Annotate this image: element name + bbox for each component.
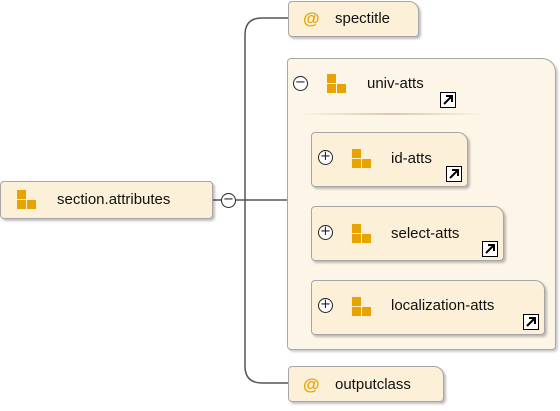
reference-arrow-icon[interactable] xyxy=(446,166,462,182)
group-divider xyxy=(297,113,487,115)
group-label-univ-atts: univ-atts xyxy=(367,75,424,92)
id-atts-expand-toggle[interactable]: + xyxy=(318,150,333,165)
root-node-section-attributes[interactable]: section.attributes xyxy=(0,181,213,219)
reference-arrow-icon[interactable] xyxy=(523,314,539,330)
attribute-node-outputclass[interactable]: @ outputclass xyxy=(288,366,444,402)
group-node-localization-atts[interactable]: + localization-atts xyxy=(311,280,545,335)
select-atts-expand-toggle[interactable]: + xyxy=(318,225,333,240)
attribute-node-spectitle[interactable]: @ spectitle xyxy=(288,1,419,37)
reference-arrow-icon[interactable] xyxy=(440,92,456,108)
attribute-at-icon: @ xyxy=(303,375,320,394)
attribute-label-outputclass: outputclass xyxy=(335,376,411,393)
attribute-group-icon xyxy=(352,149,374,171)
attribute-group-icon xyxy=(352,297,374,319)
group-label-select-atts: select-atts xyxy=(391,225,460,242)
attribute-group-icon xyxy=(327,74,349,96)
attribute-label-spectitle: spectitle xyxy=(335,10,391,27)
group-node-select-atts[interactable]: + select-atts xyxy=(311,206,504,261)
attribute-at-icon: @ xyxy=(303,9,320,28)
reference-arrow-icon[interactable] xyxy=(482,241,498,257)
attribute-group-icon xyxy=(352,224,374,246)
univ-atts-collapse-toggle[interactable]: − xyxy=(293,76,308,91)
attribute-group-icon xyxy=(17,190,39,212)
localization-atts-expand-toggle[interactable]: + xyxy=(318,298,333,313)
root-node-label: section.attributes xyxy=(57,191,171,208)
group-label-localization-atts: localization-atts xyxy=(391,297,495,314)
group-node-id-atts[interactable]: + id-atts xyxy=(311,132,468,187)
root-collapse-toggle[interactable]: − xyxy=(221,193,236,208)
group-label-id-atts: id-atts xyxy=(391,150,432,167)
